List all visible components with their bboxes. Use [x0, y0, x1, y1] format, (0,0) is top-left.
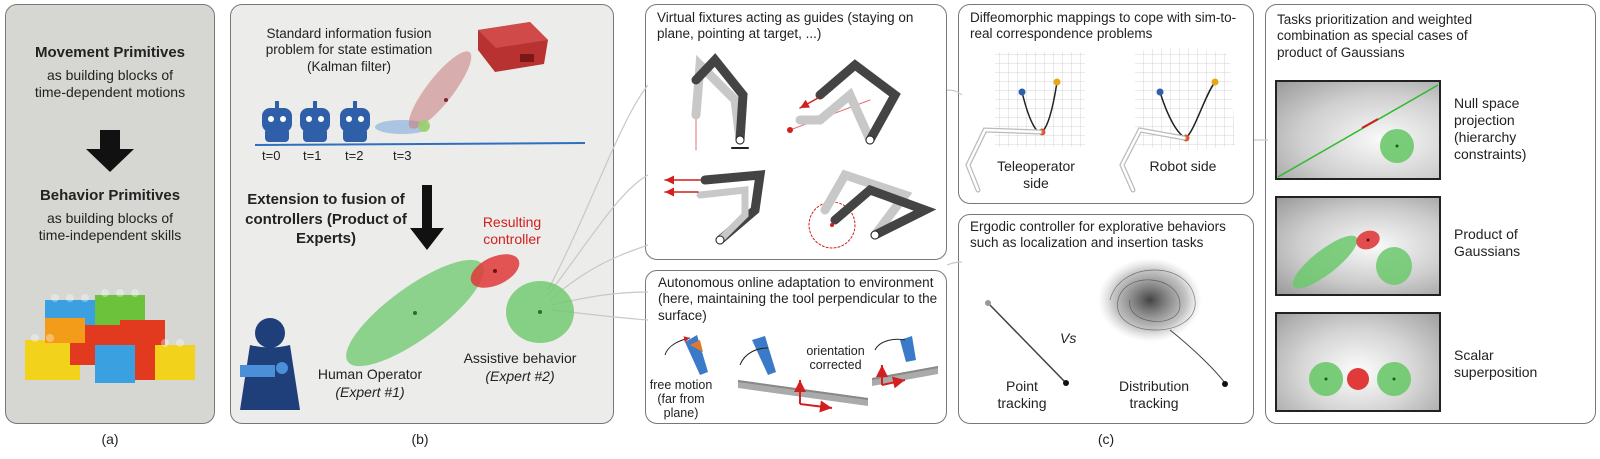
human-operator-figure	[240, 318, 300, 410]
point-tracking-path	[985, 300, 1069, 386]
distribution-tracking-cloud	[1098, 258, 1228, 387]
time-label-1: t=1	[303, 148, 322, 163]
null-space-content	[1277, 84, 1439, 178]
movement-primitives-title: Movement Primitives	[34, 44, 186, 61]
down-arrow-b	[410, 185, 444, 250]
panel-ergodic	[958, 214, 1254, 424]
tasks-text: Tasks prioritization and weighted combin…	[1277, 12, 1473, 60]
tool-free-motion	[664, 335, 708, 375]
kalman-gaussians	[375, 51, 472, 134]
assistive-behavior-label: Assistive behavior	[463, 350, 577, 366]
product-gaussians-label: Product of Gaussians	[1454, 226, 1521, 260]
panel-virtual-fixtures	[645, 4, 947, 260]
assistive-expert-label: (Expert #2)	[485, 368, 555, 384]
distribution-tracking-label: Distribution tracking	[1118, 378, 1190, 412]
down-arrow-a	[86, 130, 134, 172]
adaptation-text: Autonomous online adaptation to environm…	[658, 275, 938, 323]
ergodic-text: Ergodic controller for explorative behav…	[970, 219, 1226, 251]
diffeomorphic-text: Diffeomorphic mappings to cope with sim-…	[970, 10, 1237, 42]
caption-a: (a)	[101, 431, 119, 447]
human-operator-gaussian	[346, 259, 484, 367]
panel-adaptation	[645, 270, 947, 424]
caption-c: (c)	[1097, 431, 1115, 447]
panel-diffeomorphic	[958, 4, 1254, 204]
robot-icon-t0	[262, 101, 292, 142]
movement-primitives-desc: as building blocks of time-dependent mot…	[34, 67, 186, 101]
kalman-baseline	[254, 142, 586, 146]
surface-middle	[738, 336, 868, 413]
resulting-controller-gaussian	[470, 254, 520, 288]
robot-icon-t1	[300, 101, 330, 142]
teleoperator-side-label: Teleoperator side	[997, 158, 1075, 192]
free-motion-label: free motion (far from plane)	[649, 378, 713, 420]
vs-label: Vs	[1060, 330, 1077, 346]
human-operator-label: Human Operator	[317, 366, 423, 382]
time-label-2: t=2	[345, 148, 364, 163]
resulting-controller-label: Resulting controller	[482, 214, 542, 248]
robot-grid	[1119, 47, 1235, 193]
product-gaussians-content	[1292, 230, 1412, 289]
scalar-superposition-plot	[1275, 312, 1441, 412]
kalman-filter-text: Standard information fusion problem for …	[265, 26, 433, 74]
extension-text: Extension to fusion of controllers (Prod…	[245, 191, 407, 247]
virtual-fixture-robot-2	[787, 59, 901, 145]
virtual-fixture-robot-3	[664, 170, 766, 245]
sensor-camera-image	[478, 22, 548, 72]
robot-side-label: Robot side	[1149, 158, 1217, 174]
point-tracking-label: Point tracking	[997, 378, 1047, 412]
behavior-primitives-desc: as building blocks of time-independent s…	[38, 210, 182, 244]
scalar-superposition-content	[1309, 362, 1411, 396]
lego-bricks-image	[25, 289, 195, 383]
caption-b: (b)	[411, 431, 429, 447]
virtual-fixtures-text: Virtual fixtures acting as guides (stayi…	[657, 10, 914, 42]
virtual-fixture-robot-1	[691, 53, 749, 151]
virtual-fixture-robot-4	[808, 169, 937, 249]
orientation-corrected-label: orientation corrected	[806, 344, 865, 372]
assistive-behavior-gaussian	[506, 281, 574, 343]
time-label-3: t=3	[393, 148, 412, 163]
panel-tasks	[1265, 4, 1596, 424]
teleoperator-grid	[965, 52, 1085, 193]
null-space-label: Null space projection (hierarchy constra…	[1454, 95, 1527, 163]
time-label-0: t=0	[262, 148, 281, 163]
scalar-superposition-label: Scalar superposition	[1454, 347, 1538, 381]
surface-right	[872, 336, 938, 389]
human-expert-label: (Expert #1)	[335, 384, 405, 400]
behavior-primitives-title: Behavior Primitives	[39, 187, 181, 204]
robot-icon-t2	[340, 101, 370, 142]
